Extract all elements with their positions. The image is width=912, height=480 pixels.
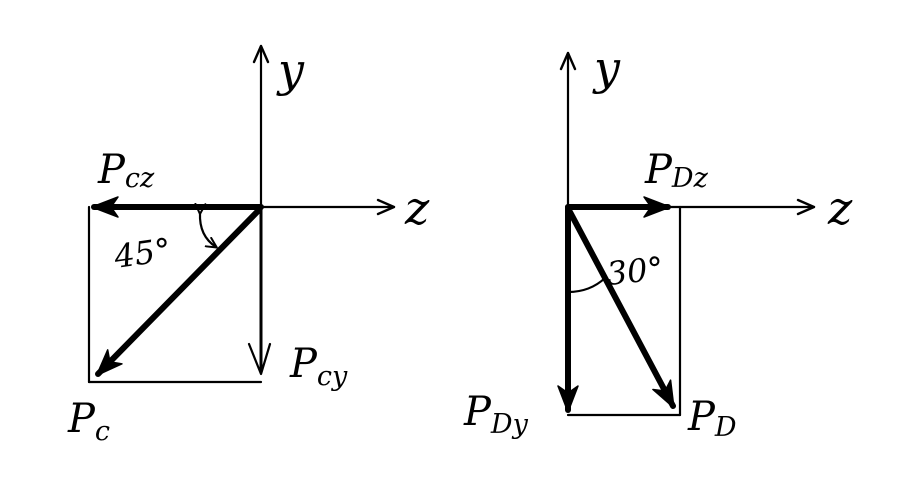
right-angle-label: 30° [605, 249, 665, 293]
right-angle-arc [566, 276, 607, 294]
left-y-axis-label: y [276, 43, 305, 97]
right-force-y-label: PDy [463, 389, 529, 440]
right-y-axis-label: y [592, 41, 621, 95]
left-z-axis-label: z [404, 181, 430, 235]
right-z-axis-label: z [827, 181, 853, 235]
left-angle-label: 45° [111, 230, 173, 276]
left-force-total-label: Pc [67, 396, 110, 447]
left-angle-arc [194, 202, 218, 249]
right-diagram: y z PDz PDy PD 30° [463, 41, 853, 443]
left-force-y-label: Pcy [289, 341, 348, 392]
left-force-z-label: Pcz [97, 147, 155, 194]
right-force-total-label: PD [687, 394, 737, 443]
right-force-z-label: PDz [644, 147, 709, 194]
left-force-total-vector [95, 208, 261, 377]
left-diagram: y z Pcz Pcy Pc 45° [67, 43, 430, 447]
left-force-y-arrowhead [247, 342, 272, 376]
right-force-total-vector [567, 209, 676, 409]
